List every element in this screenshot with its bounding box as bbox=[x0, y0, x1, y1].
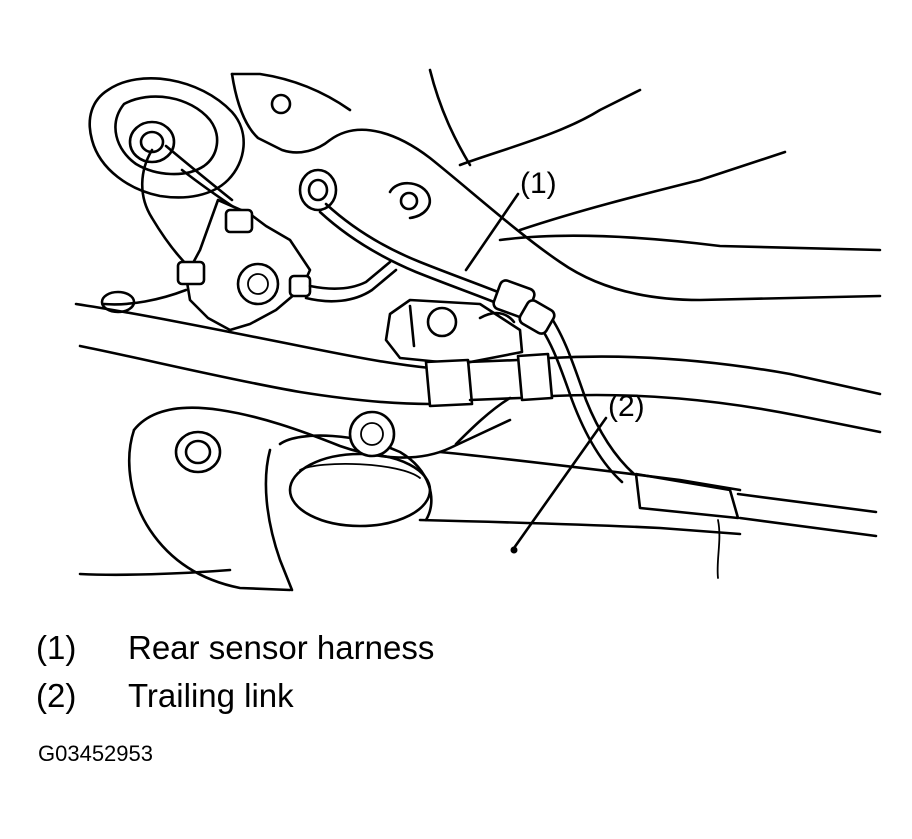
legend-label: Trailing link bbox=[128, 677, 294, 714]
brake-line-fitting bbox=[88, 77, 398, 332]
harness-bracket bbox=[384, 298, 524, 366]
suspension-illustration: (1) (2) bbox=[74, 68, 882, 592]
suspension-tube bbox=[74, 302, 882, 434]
callout-leaders bbox=[464, 192, 608, 554]
legend-item: (1) Rear sensor harness bbox=[36, 624, 896, 672]
callout-label-2: (2) bbox=[608, 390, 645, 423]
rear-sensor-harness bbox=[298, 168, 878, 579]
leader-dot-2 bbox=[510, 546, 518, 554]
legend-label: Rear sensor harness bbox=[128, 629, 435, 666]
trailing-link bbox=[78, 396, 742, 592]
figure-id: G03452953 bbox=[38, 741, 153, 766]
legend-number: (2) bbox=[36, 677, 77, 714]
callout-label-1: (1) bbox=[520, 167, 557, 200]
legend: (1) Rear sensor harness (2) Trailing lin… bbox=[36, 624, 896, 720]
chassis-panel bbox=[230, 68, 882, 302]
legend-item: (2) Trailing link bbox=[36, 672, 896, 720]
leader-line-1 bbox=[464, 192, 520, 272]
leader-line-2 bbox=[512, 416, 608, 550]
legend-number: (1) bbox=[36, 629, 77, 666]
